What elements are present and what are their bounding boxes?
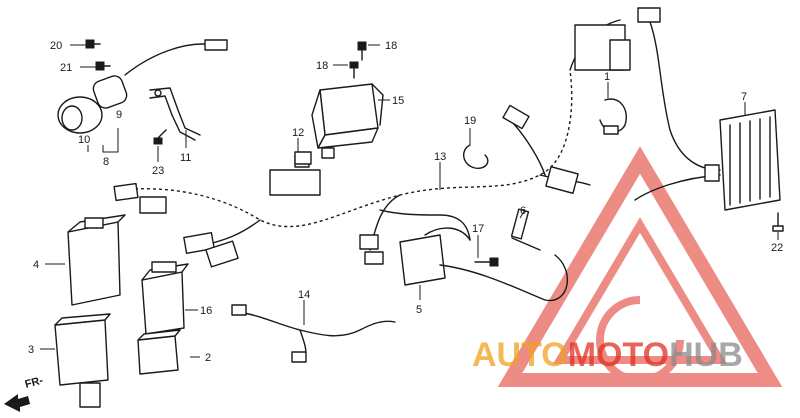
callout-7: 7 [741, 91, 747, 103]
part-bolt-22 [772, 212, 784, 232]
part-bracket-11 [149, 87, 201, 141]
watermark-text: AUTOMOTOHUB [472, 336, 743, 374]
svg-text:AUTOMOTOHUB: AUTOMOTOHUB [472, 336, 743, 374]
part-ignition-coil [399, 227, 569, 302]
part-bolt-20 [85, 39, 101, 49]
watermark-part-hub: HUB [669, 336, 743, 374]
callout-5: 5 [416, 304, 422, 316]
callout-14: 14 [298, 289, 310, 301]
watermark-part-moto: MOTO [568, 336, 669, 374]
part-rubber-mount-2 [137, 329, 181, 375]
callout-16: 16 [200, 305, 212, 317]
callout-9: 9 [116, 109, 122, 121]
part-clamp [599, 98, 627, 135]
watermark-part-auto: AUTO [472, 336, 568, 374]
callout-6: 6 [520, 205, 526, 217]
watermark-logo [497, 146, 783, 387]
callout-8: 8 [103, 156, 109, 168]
callout-23: 23 [152, 165, 164, 177]
part-bolt-17 [474, 257, 499, 267]
main-wire-harness [113, 7, 661, 268]
part-bolt-23 [153, 129, 167, 145]
part-spark-plug-cap [510, 208, 541, 251]
part-relay-12 [294, 151, 312, 165]
callout-4: 4 [33, 259, 39, 271]
part-fuse-box [311, 83, 384, 159]
callout-10: 10 [78, 134, 90, 146]
callout-13: 13 [434, 151, 446, 163]
callout-15: 15 [392, 95, 404, 107]
callout-3: 3 [28, 344, 34, 356]
front-direction-indicator: FR- [4, 374, 45, 412]
callout-18-upper: 18 [385, 40, 397, 52]
callout-12: 12 [292, 127, 304, 139]
callout-11: 11 [180, 152, 191, 164]
part-screw-18-upper [357, 41, 367, 61]
callout-2: 2 [205, 352, 211, 364]
part-bolt-21 [95, 61, 111, 71]
callout-18-lower: 18 [316, 60, 328, 72]
part-regulator-rectifier [634, 21, 781, 211]
part-screw-18-lower [349, 61, 359, 79]
part-holder-3 [54, 313, 111, 408]
callout-19: 19 [464, 115, 476, 127]
callout-20: 20 [50, 40, 62, 52]
callout-21: 21 [60, 62, 72, 74]
callout-17: 17 [472, 223, 484, 235]
leader-lines [40, 44, 779, 358]
part-control-module-4 [67, 214, 126, 306]
arrow-left-icon [4, 394, 30, 412]
part-clip-19 [463, 144, 489, 170]
part-relay-16 [141, 261, 189, 335]
callout-labels: 1 2 3 4 5 6 7 8 9 10 11 12 13 14 15 16 1… [28, 40, 783, 364]
callout-1: 1 [604, 71, 610, 83]
part-sub-harness-14 [231, 304, 396, 363]
callout-22: 22 [771, 242, 783, 254]
part-starter-relay [57, 39, 228, 134]
direction-label: FR- [24, 374, 45, 390]
